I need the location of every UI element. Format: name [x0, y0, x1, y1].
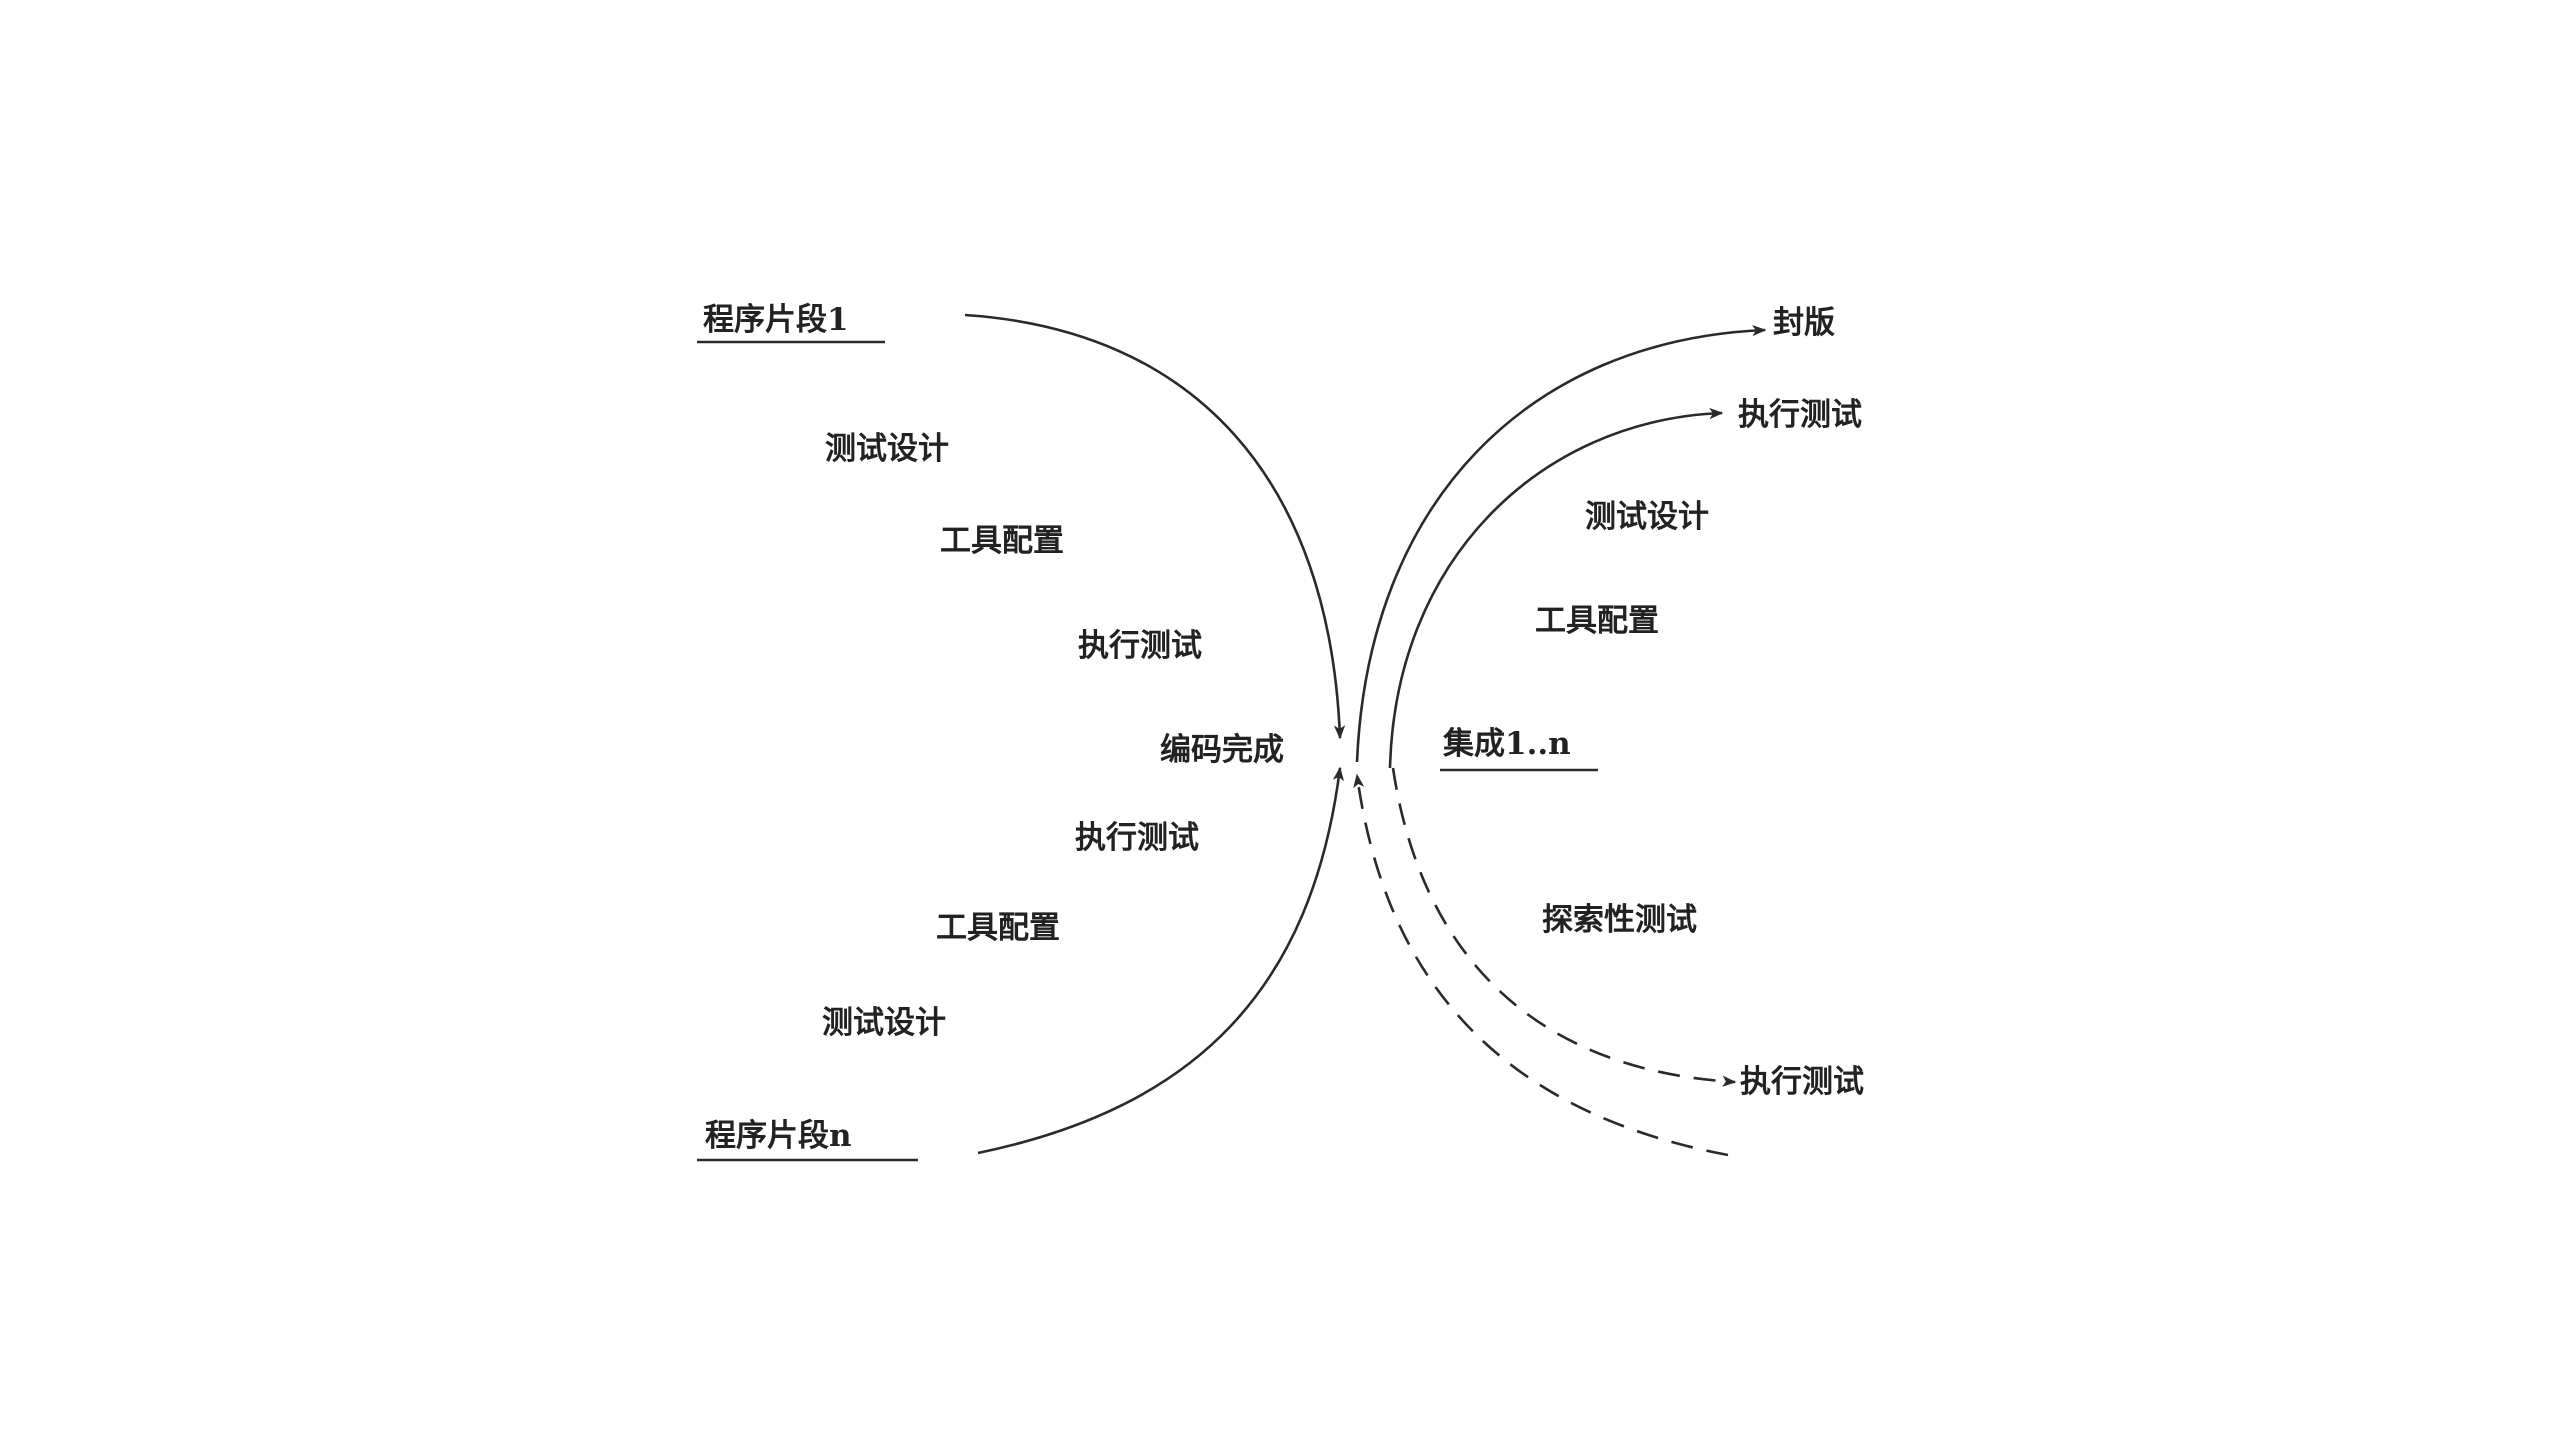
left-bottom-step-execute-test: 执行测试 [1075, 820, 1199, 856]
right-output-release: 封版 [1773, 305, 1835, 341]
fragment-n-to-center-arrow [977, 766, 1344, 1155]
exploratory-test-label: 探索性测试 [1542, 902, 1697, 938]
exploratory-output-execute-test: 执行测试 [1740, 1064, 1864, 1100]
integration-to-execute-test-arrow [1388, 407, 1724, 769]
center-to-release-arrow [1355, 324, 1767, 763]
left-top-step-execute-test: 执行测试 [1078, 628, 1202, 664]
fragment-1-to-center-arrow [964, 313, 1346, 740]
fragment-n-title: 程序片段n [705, 1118, 852, 1154]
left-top-step-test-design: 测试设计 [825, 431, 949, 467]
right-step-tool-config: 工具配置 [1535, 603, 1659, 639]
coding-complete-label: 编码完成 [1160, 732, 1284, 768]
fragment-1-title: 程序片段1 [703, 302, 849, 338]
left-top-step-tool-config: 工具配置 [940, 523, 1064, 559]
right-step-test-design: 测试设计 [1585, 499, 1709, 535]
left-bottom-step-tool-config: 工具配置 [936, 910, 1060, 946]
integration-label: 集成1..n [1442, 726, 1571, 762]
integration-to-exploratory-dashed-arrow [1391, 767, 1737, 1087]
right-output-execute-test: 执行测试 [1738, 397, 1862, 433]
left-bottom-step-test-design: 测试设计 [822, 1005, 946, 1041]
exploratory-return-dashed-arrow [1353, 773, 1729, 1157]
